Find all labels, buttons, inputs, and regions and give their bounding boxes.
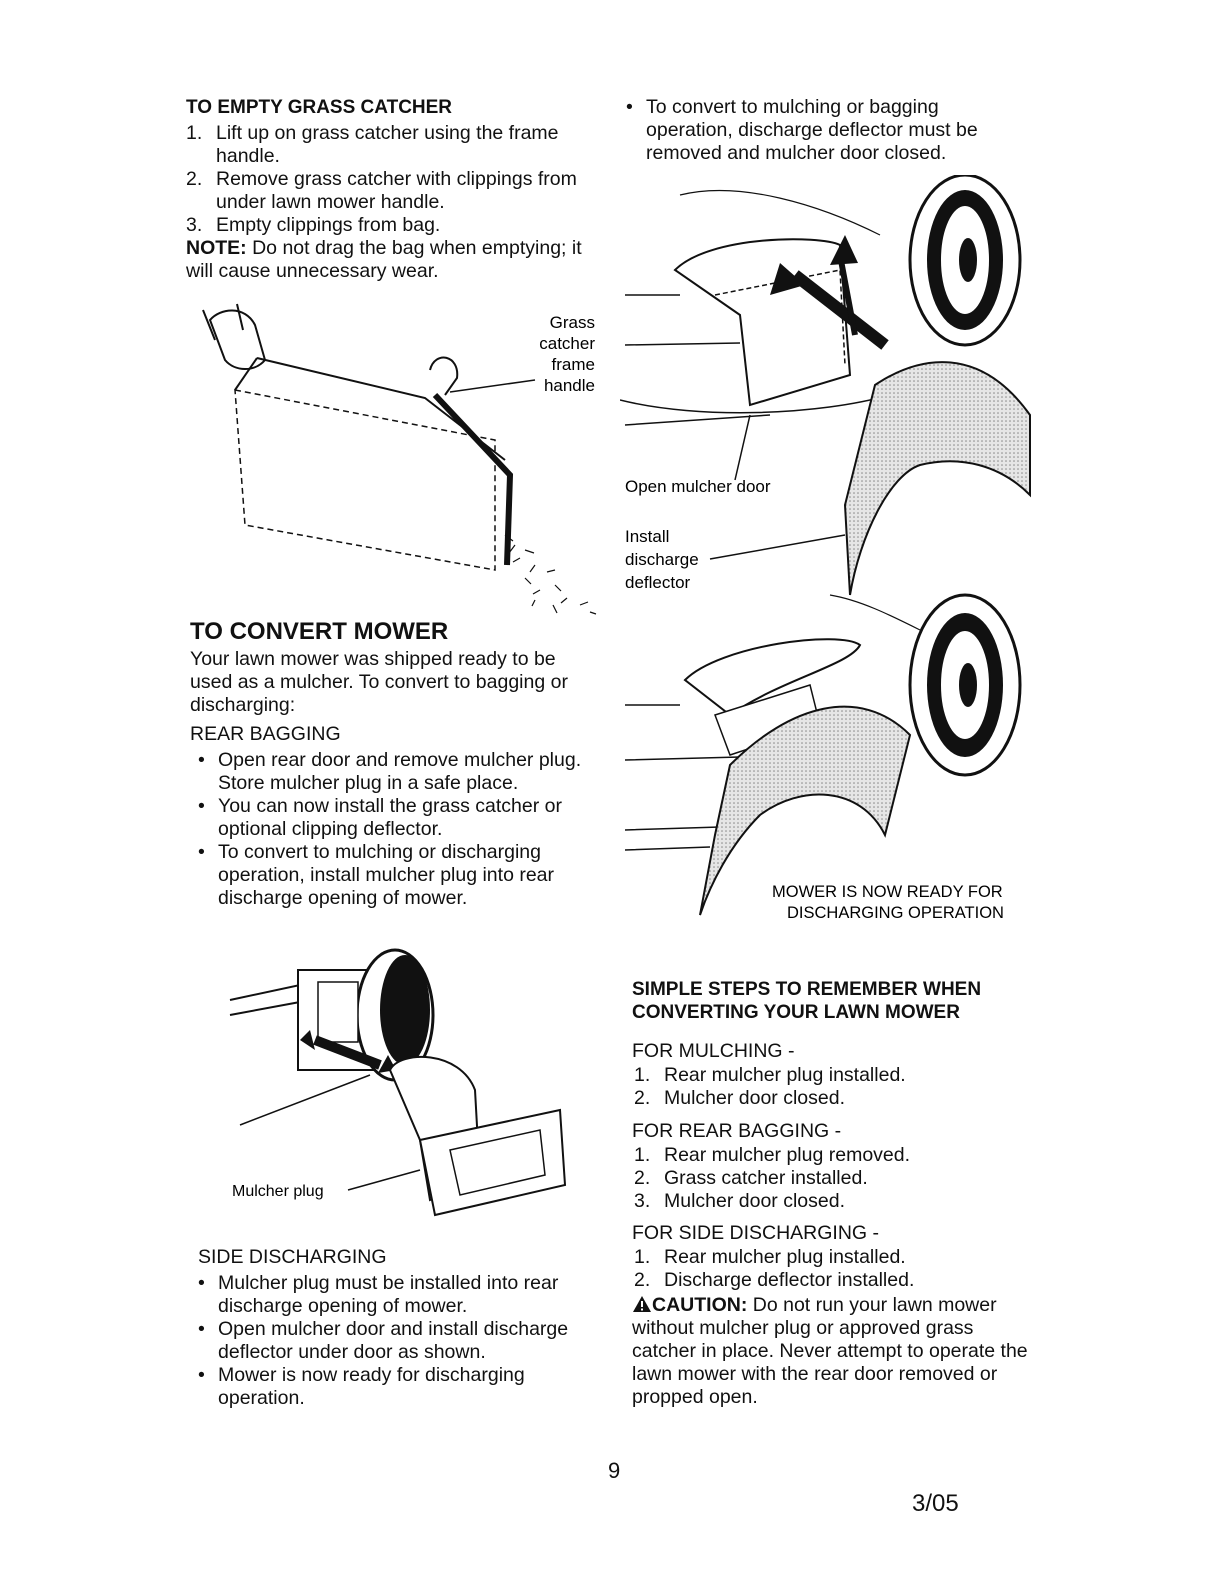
for-rear-bagging-heading: FOR REAR BAGGING - (632, 1120, 842, 1142)
list-item: 1.Lift up on grass catcher using the fra… (186, 122, 559, 167)
list-item: 1.Rear mulcher plug installed. (634, 1246, 906, 1268)
grass-label-line: Grass (550, 313, 595, 332)
list-item: 3.Empty clippings from bag. (186, 214, 441, 236)
side-discharging-heading: SIDE DISCHARGING (198, 1246, 387, 1268)
handle-label-line: handle (544, 376, 595, 395)
convert-intro: Your lawn mower was shipped ready to be … (190, 648, 568, 716)
ready-caption-line-2: DISCHARGING OPERATION (787, 904, 1004, 922)
list-item: To convert to mulching or bagging operat… (618, 96, 1028, 165)
convert-mower-heading: TO CONVERT MOWER (190, 618, 449, 645)
grass-catcher-empty-illustration: Grass catcher frame handle (202, 303, 597, 615)
frame-label-line: frame (552, 355, 595, 374)
caution-paragraph: CAUTION: Do not run your lawn mower with… (632, 1294, 1042, 1409)
list-item: 1.Rear mulcher plug installed. (634, 1064, 906, 1086)
list-item: To convert to mulching or discharging op… (190, 841, 595, 910)
ready-for-discharging-illustration: MOWER IS NOW READY FOR DISCHARGING OPERA… (624, 593, 1022, 922)
deflector-label-line: deflector (625, 573, 691, 592)
page-number: 9 (608, 1458, 621, 1483)
discharge-label-line: discharge (625, 550, 699, 569)
note-text: Do not drag the bag when emptying; it wi… (186, 237, 582, 282)
list-item: 1.Rear mulcher plug removed. (634, 1144, 911, 1166)
empty-steps-list: 1.Lift up on grass catcher using the fra… (186, 122, 586, 237)
install-label-line: Install (625, 527, 669, 546)
mulcher-plug-label: Mulcher plug (232, 1183, 324, 1200)
mulching-steps-list: 1.Rear mulcher plug installed. 2.Mulcher… (634, 1064, 1034, 1110)
rear-bagging-heading: REAR BAGGING (190, 723, 341, 745)
list-item: 2.Remove grass catcher with clippings fr… (186, 168, 577, 213)
note-label: NOTE: (186, 237, 247, 259)
simple-steps-heading-line-2: CONVERTING YOUR LAWN MOWER (632, 1002, 960, 1023)
warning-triangle-icon (633, 1296, 651, 1312)
list-item: Open rear door and remove mulcher plug. … (190, 749, 595, 795)
list-item: You can now install the grass catcher or… (190, 795, 595, 841)
list-item: 2.Discharge deflector installed. (634, 1269, 915, 1291)
note-paragraph: NOTE: Do not drag the bag when emptying;… (186, 237, 586, 283)
list-item: 3.Mulcher door closed. (634, 1190, 846, 1212)
list-item: Open mulcher door and install discharge … (190, 1318, 600, 1364)
list-item: 2.Grass catcher installed. (634, 1167, 868, 1189)
rear-bagging-steps-list: 1.Rear mulcher plug removed. 2.Grass cat… (634, 1144, 1034, 1213)
for-side-discharging-heading: FOR SIDE DISCHARGING - (632, 1222, 880, 1244)
simple-steps-heading-line-1: SIMPLE STEPS TO REMEMBER WHEN (632, 979, 982, 1000)
empty-grass-catcher-heading: TO EMPTY GRASS CATCHER (186, 97, 453, 118)
catcher-label-line: catcher (539, 334, 595, 353)
side-discharging-steps-list: 1.Rear mulcher plug installed. 2.Dischar… (634, 1246, 1034, 1292)
list-item: Mulcher plug must be installed into rear… (190, 1272, 600, 1318)
ready-caption-line-1: MOWER IS NOW READY FOR (772, 883, 1003, 901)
list-item: Mower is now ready for discharging opera… (190, 1364, 600, 1410)
right-top-bullets: To convert to mulching or bagging operat… (618, 96, 1028, 165)
side-discharging-bullets: Mulcher plug must be installed into rear… (190, 1272, 600, 1410)
rear-bagging-bullets: Open rear door and remove mulcher plug. … (190, 749, 595, 910)
for-mulching-heading: FOR MULCHING - (632, 1040, 795, 1062)
mulcher-plug-illustration: Mulcher plug (229, 948, 567, 1217)
list-item: 2.Mulcher door closed. (634, 1087, 846, 1109)
caution-label: CAUTION: (652, 1294, 748, 1316)
date-code: 3/05 (912, 1490, 959, 1517)
open-mulcher-door-label: Open mulcher door (625, 477, 771, 496)
caution-text: Do not run your lawn mower without mulch… (632, 1294, 1028, 1408)
install-deflector-illustration: Open mulcher door Install discharge defl… (620, 175, 1031, 596)
